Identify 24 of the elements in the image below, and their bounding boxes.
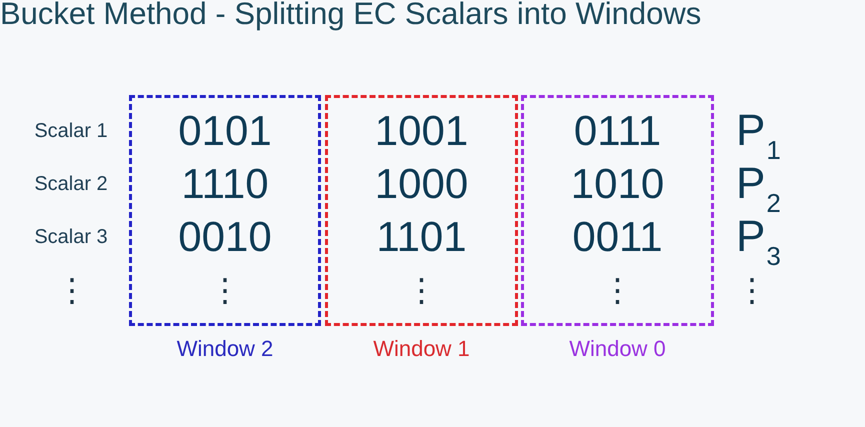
binary-value: 0111 [574, 110, 662, 152]
binary-value: 1000 [374, 163, 468, 205]
binary-value: 1101 [376, 216, 467, 258]
window-box [129, 95, 321, 326]
ellipsis: ⋮ [736, 274, 768, 306]
window-box [521, 95, 714, 326]
window-label: Window 0 [569, 338, 666, 360]
binary-value: 1001 [374, 110, 468, 152]
ellipsis: ⋮ [602, 274, 634, 306]
binary-value: 1110 [181, 163, 269, 205]
binary-value: 0011 [572, 216, 663, 258]
binary-value: 1010 [570, 163, 664, 205]
binary-value: 0101 [178, 110, 272, 152]
row-label: Scalar 1 [34, 121, 108, 141]
row-label: Scalar 3 [34, 227, 108, 247]
row-label: Scalar 2 [34, 174, 108, 194]
window-label: Window 1 [373, 338, 470, 360]
window-box [325, 95, 518, 326]
ellipsis: ⋮ [56, 274, 88, 306]
ellipsis: ⋮ [209, 274, 241, 306]
window-label: Window 2 [176, 338, 274, 360]
binary-value: 0010 [178, 216, 272, 258]
ellipsis: ⋮ [406, 274, 438, 306]
diagram-title: Bucket Method - Splitting EC Scalars into Windows [0, 0, 702, 29]
